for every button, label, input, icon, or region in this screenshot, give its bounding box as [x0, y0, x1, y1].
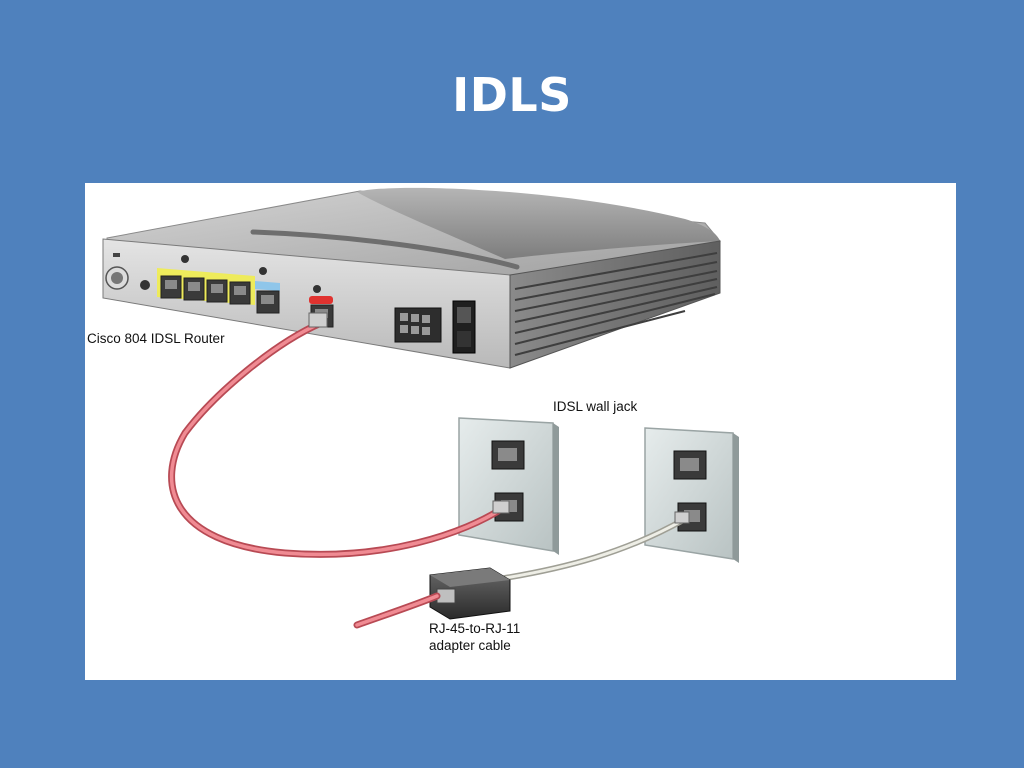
- router-connection-diagram: [102, 187, 739, 629]
- red-cable-stub-highlight: [355, 594, 439, 627]
- red-cable-plug-router: [308, 312, 328, 328]
- wall-jack-label: IDSL wall jack: [553, 399, 638, 414]
- rj45-to-rj11-adapter: [429, 567, 511, 620]
- diagram-panel: Cisco 804 IDSL Router IDSL wall jack RJ-…: [85, 183, 956, 680]
- adapter-label: RJ-45-to-RJ-11 adapter cable: [429, 620, 520, 654]
- reset-jack-icon: [140, 280, 150, 290]
- idsl-wall-jack-right: [644, 427, 739, 563]
- router-vents: [514, 252, 718, 356]
- red-cable-plug-jack: [492, 500, 510, 514]
- led-indicator: [113, 253, 120, 257]
- router-dome: [357, 187, 720, 259]
- white-rj11-cable-highlight: [503, 517, 687, 580]
- adapter-label-line-2: adapter cable: [429, 638, 511, 653]
- ethernet-hub-ports: [157, 268, 255, 305]
- console-port-inner: [111, 272, 123, 284]
- white-cable-plug-jack: [674, 511, 690, 524]
- router-label: Cisco 804 IDSL Router: [87, 331, 225, 346]
- status-led-2: [259, 267, 267, 275]
- power-connector: [394, 307, 442, 343]
- red-idsl-cable-highlight: [169, 321, 505, 557]
- slide-title: IDLS: [452, 68, 572, 122]
- cisco-804-router: [102, 187, 721, 369]
- adapter-label-line-1: RJ-45-to-RJ-11: [429, 621, 521, 636]
- isdn-s-t-port: [255, 281, 280, 314]
- router-top-ridge: [250, 229, 520, 270]
- router-side-panel: [509, 240, 721, 369]
- status-led-1: [181, 255, 189, 263]
- idsl-wall-jack-left: [458, 417, 559, 555]
- power-switch: [452, 300, 476, 354]
